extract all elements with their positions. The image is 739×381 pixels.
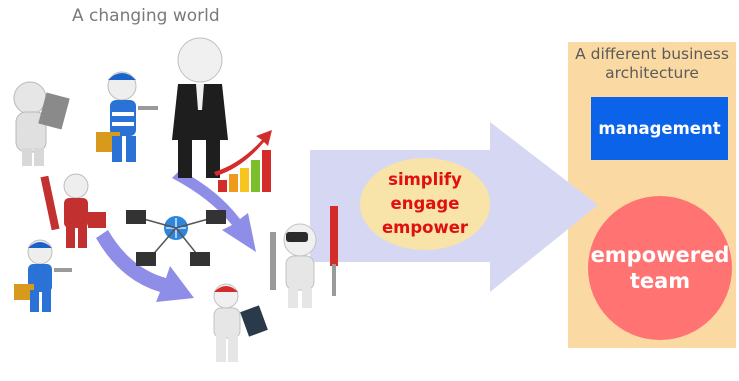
verb-empower: empower bbox=[381, 218, 469, 237]
panel-title-line2: architecture bbox=[605, 64, 699, 82]
verbs-ellipse: simplify engage empower bbox=[360, 158, 490, 250]
businessman-figure-icon bbox=[172, 37, 228, 178]
worker-figure-icon bbox=[96, 71, 158, 162]
verb-simplify: simplify bbox=[388, 170, 462, 189]
verb-engage: engage bbox=[390, 194, 460, 213]
panel-title-line1: A different business bbox=[575, 45, 729, 63]
business-architecture-title: A different business architecture bbox=[568, 45, 736, 83]
management-box: management bbox=[591, 97, 728, 160]
team-label-line2: team bbox=[629, 269, 691, 293]
team-label-line1: empowered bbox=[590, 243, 730, 267]
management-label: management bbox=[598, 119, 721, 138]
pipe-wrench-figure-icon bbox=[40, 173, 106, 248]
mechanic-figure-icon bbox=[14, 239, 72, 312]
changing-world-title: A changing world bbox=[72, 6, 220, 26]
curved-arrow-upper bbox=[172, 170, 256, 252]
empowered-team-circle: empowered team bbox=[588, 196, 732, 340]
tablet-figure-icon bbox=[213, 283, 268, 362]
curved-arrow-lower bbox=[96, 230, 194, 302]
growth-chart-icon bbox=[214, 130, 272, 192]
network-computers-icon bbox=[126, 210, 226, 266]
clipboard-figure-icon bbox=[13, 81, 70, 166]
tools-figure-icon bbox=[270, 206, 338, 308]
